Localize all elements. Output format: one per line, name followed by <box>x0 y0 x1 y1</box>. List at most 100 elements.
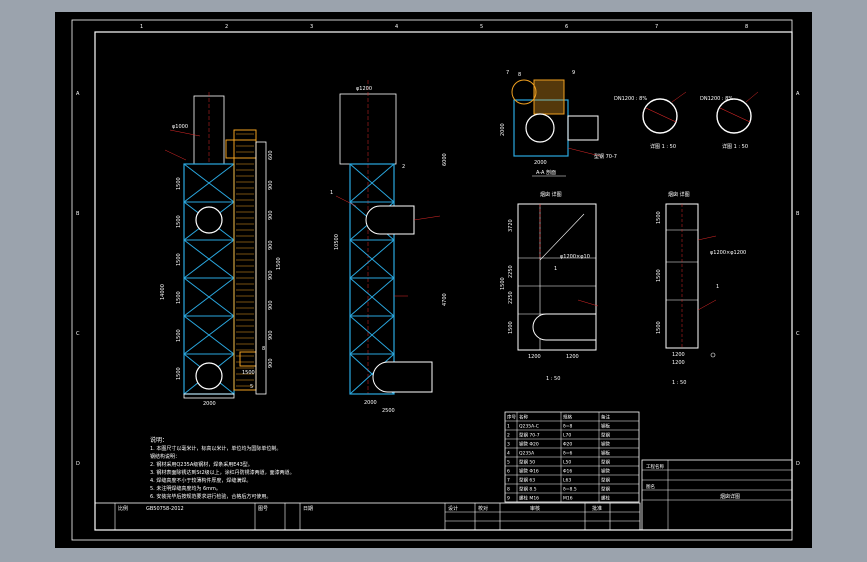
side-view[interactable]: φ1200 2500 2000 10500 6000 4700 1 2 <box>330 80 448 414</box>
detail-left-view[interactable]: 烟囱 详图 1 φ1200×φ10 3720 2250 2250 1500 15… <box>500 191 599 382</box>
notes-heading: 说明： <box>150 436 168 444</box>
elevation-bottom-label: 5 <box>250 384 253 390</box>
note-line-2: 钢结构说明： <box>150 453 180 460</box>
zone-number-2: 2 <box>225 24 228 30</box>
materials-table-cell: 4 <box>507 451 510 457</box>
detail-left-bottom-2: 1200 <box>566 354 579 360</box>
section-circle-2-caption: 详图 1 : 50 <box>722 143 748 150</box>
elevation-right-dims: 600 900 900 900 900 900 900 900 1500 <box>268 150 282 368</box>
detail-right-mark: 1 <box>716 284 719 290</box>
plan-orange-grid <box>533 79 565 115</box>
zone-letter-left-d: D <box>76 461 80 467</box>
zone-letter-right-c: C <box>796 331 800 337</box>
zone-letter-left-a: A <box>76 91 80 97</box>
zone-letter-left-c: C <box>76 331 80 337</box>
note-line-7: 6. 安装完毕后按规范要求进行检验，合格后方可使用。 <box>150 493 271 500</box>
title-cell-drawing-name: 图名 <box>646 483 655 490</box>
side-lower-duct <box>372 361 433 393</box>
detail-right-view[interactable]: 烟囱 详图 1 φ1200×φ1200 1500 1500 1500 1200 … <box>656 191 746 386</box>
detail-left-frame <box>517 203 597 351</box>
detail-left-leader <box>577 299 599 307</box>
segment-dim-1: 1500 <box>176 177 182 190</box>
detail-left-title: 烟囱 详图 <box>540 191 562 198</box>
title-block-code: GB50758-2012 <box>146 506 184 512</box>
materials-table-cell: 螺栓 <box>601 495 610 502</box>
materials-table-cell: 钢管 Φ16 <box>519 468 539 475</box>
section-circles[interactable]: DN1200 : 8% 详图 1 : 50 DN1200 : 8% 详图 1 :… <box>614 91 759 150</box>
detail-right-caption: 1 : 50 <box>672 380 686 386</box>
elevation-width-dim: 2000 <box>203 401 216 407</box>
materials-table-header: 规格 <box>563 414 572 421</box>
materials-table-header: 备注 <box>601 414 610 421</box>
zone-markers: A B C D A B C D 1 2 3 4 5 6 7 8 <box>76 24 800 467</box>
right-dim-5: 900 <box>268 270 274 280</box>
detail-left-dim-5: 1500 <box>500 277 506 290</box>
materials-table-cell: 螺栓 M16 <box>519 495 539 502</box>
zone-number-7: 7 <box>655 24 658 30</box>
side-tower-bracing <box>349 163 395 395</box>
right-dim-8: 900 <box>268 358 274 368</box>
elevation-part-label: 8 <box>262 346 265 352</box>
materials-table-cell: L50 <box>563 460 571 466</box>
plan-note: 型钢 70-7 <box>594 153 617 160</box>
elevation-leader <box>169 129 201 137</box>
general-notes: 说明： 1. 本图尺寸以毫米计，标高以米计，单位均为国际单位制。 钢结构说明： … <box>150 436 295 500</box>
section-circle-1-cut <box>645 107 677 123</box>
plan-duct <box>567 115 599 141</box>
note-line-4: 3. 钢材表面除锈达到St2级以上，涂红丹防锈漆两道，面漆两道。 <box>150 469 295 476</box>
title-cell-design: 设计 <box>448 505 458 512</box>
title-cell-check: 校对 <box>478 505 488 512</box>
zone-letter-left-b: B <box>76 211 80 217</box>
elevation-top-dim: φ1000 <box>172 124 188 130</box>
title-cell-drawing-title: 烟囱详图 <box>720 493 740 500</box>
zone-number-4: 4 <box>395 24 398 30</box>
side-base-dim: 2500 <box>382 408 395 414</box>
side-tower-frame <box>349 163 395 395</box>
note-line-5: 4. 焊缝高度不小于较薄构件厚度，焊缝满焊。 <box>150 477 251 484</box>
materials-table-cell: 6 <box>507 469 510 475</box>
note-line-3: 2. 钢材采用Q235A级钢材，焊条采用E43型。 <box>150 461 253 468</box>
side-mid-dim: 4700 <box>442 293 448 306</box>
elevation-view[interactable]: φ1000 2000 5 8 1500 14000 1500 1500 1500… <box>160 92 282 407</box>
section-circle-1-leader <box>671 91 687 103</box>
materials-table-cell: 型钢 8.5 <box>519 486 537 493</box>
flue-duct-right <box>255 141 267 395</box>
materials-table-cell: Q235A-C <box>519 424 539 430</box>
materials-table-header: 序号 <box>507 414 516 421</box>
materials-table-cell: 钢板 <box>601 423 610 430</box>
detail-right-note: φ1200×φ1200 <box>710 250 746 256</box>
materials-table-cell: 钢管 Φ20 <box>519 441 539 448</box>
materials-table-cell: 型钢 63 <box>519 477 535 484</box>
title-block[interactable]: GB50758-2012 比例 图号 日期 设计 校对 审核 批准 工程名称 图… <box>94 459 793 531</box>
section-circle-2-leader <box>745 91 759 103</box>
materials-table-cell: L70 <box>563 433 571 439</box>
materials-table-cell: 型钢 <box>601 459 610 466</box>
zone-letter-right-b: B <box>796 211 800 217</box>
detail-right-bottom-2: 1200 <box>672 360 685 366</box>
detail-left-bottom-1: 1200 <box>528 354 541 360</box>
title-block-strip <box>94 502 641 531</box>
plan-view[interactable]: 7 8 9 2000 2000 型钢 70-7 A-A 剖面 <box>500 70 617 177</box>
plan-label-7: 7 <box>506 70 509 76</box>
right-dim-7: 900 <box>268 330 274 340</box>
segment-dim-4: 1500 <box>176 291 182 304</box>
title-block-right <box>641 459 793 531</box>
detail-left-dim-2: 2250 <box>508 265 514 278</box>
side-height-dim: 10500 <box>334 234 340 250</box>
materials-table-cell: 2 <box>507 433 510 439</box>
side-note-2: 2 <box>402 164 405 170</box>
detail-left-cut <box>539 213 585 261</box>
tower-base <box>183 393 235 399</box>
zone-number-6: 6 <box>565 24 568 30</box>
materials-table-cell: 5 <box>507 460 510 466</box>
materials-table-header: 名称 <box>519 414 528 421</box>
materials-table-cell: 3 <box>507 442 510 448</box>
zone-letter-right-a: A <box>796 91 800 97</box>
plan-flue <box>525 113 555 143</box>
plan-dim-w: 2000 <box>534 160 547 166</box>
materials-table-cell: δ=6 <box>563 451 573 457</box>
plan-label-9: 9 <box>572 70 575 76</box>
materials-table-cell: 8 <box>507 487 510 493</box>
